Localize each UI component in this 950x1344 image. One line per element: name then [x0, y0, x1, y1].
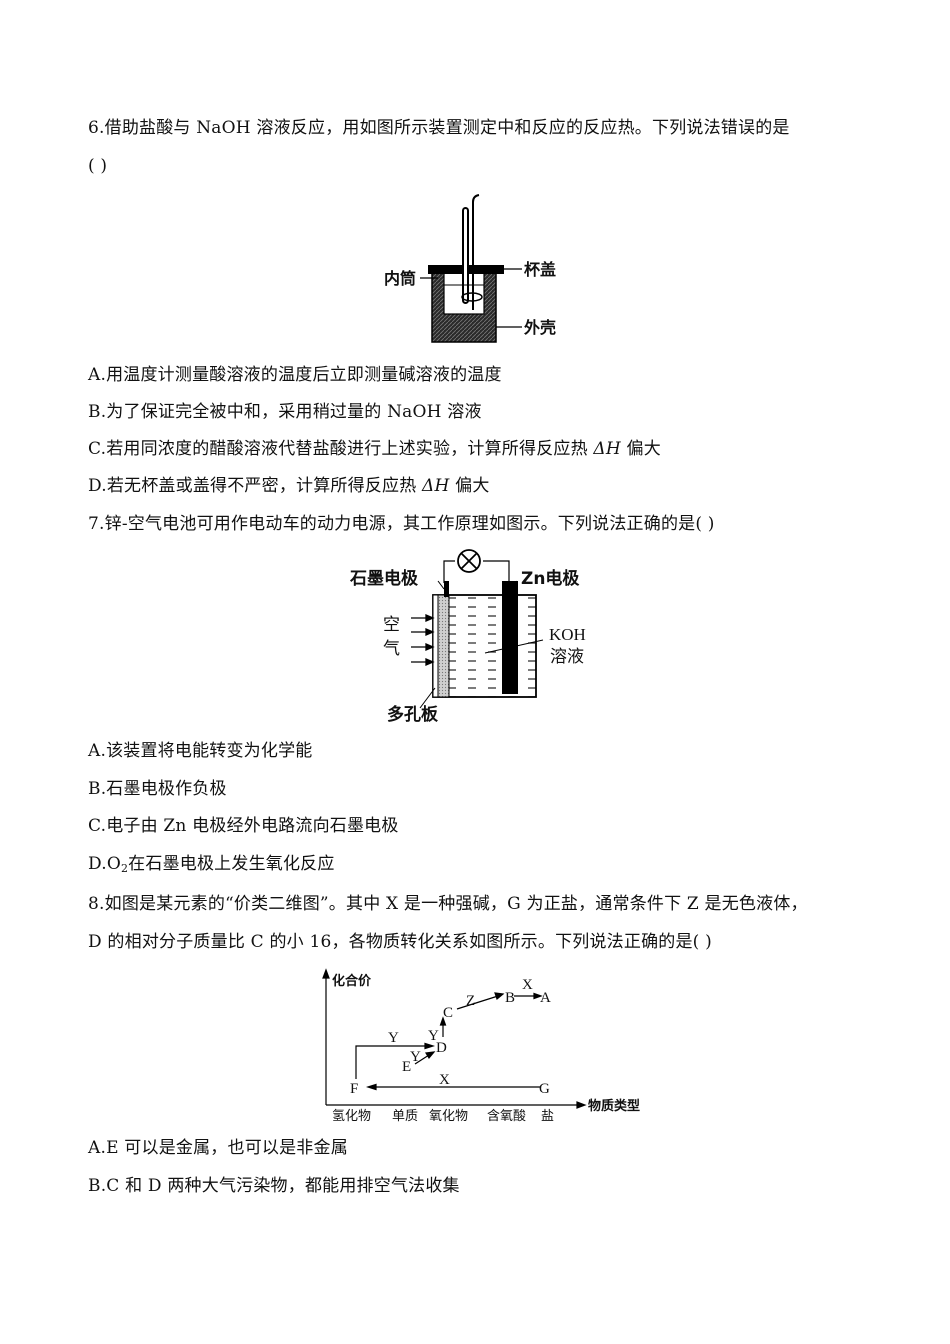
q7-stem-line1: 7.锌-空气电池可用作电动车的动力电源，其工作原理如图示。下列说法正确的是( ): [88, 514, 715, 534]
q6-option-c-pre: C.若用同浓度的醋酸溶液代替盐酸进行上述实验，计算所得反应热: [88, 439, 594, 459]
delta-h: ΔH: [593, 439, 621, 459]
node-a: A: [540, 990, 551, 1006]
zinc-air-battery-diagram: 石墨电极 Zn电极 空 气 KOH 溶液 多孔板: [345, 548, 605, 728]
q8-stem-line2: D 的相对分子质量比 C 的小 16，各物质转化关系如图所示。下列说法正确的是(…: [88, 932, 712, 952]
q6-option-a: A.用温度计测量酸溶液的温度后立即测量碱溶液的温度: [88, 365, 502, 385]
edge-label-y-fd: Y: [388, 1030, 399, 1046]
label-koh: KOH: [549, 625, 586, 644]
edge-label-x-gf: X: [439, 1072, 450, 1088]
label-graphite-electrode: 石墨电极: [349, 568, 418, 589]
q7-option-a: A.该装置将电能转变为化学能: [88, 741, 313, 761]
x-axis-label: 物质类型: [588, 1098, 640, 1114]
calorimeter-diagram: 内筒 杯盖 外壳: [380, 190, 580, 350]
label-air-2: 气: [383, 639, 400, 659]
x-category-oxyacid: 含氧酸: [487, 1108, 526, 1124]
x-category-hydride: 氢化物: [332, 1109, 371, 1124]
node-g: G: [539, 1081, 550, 1097]
label-zn-electrode: Zn电极: [521, 568, 579, 589]
valence-class-diagram: B A C D E F G X Z Y Y Y X 化合价 物质类型 氢化物 单…: [312, 967, 652, 1127]
q7-option-b: B.石墨电极作负极: [88, 779, 227, 799]
node-f: F: [350, 1081, 358, 1097]
node-e: E: [402, 1059, 411, 1075]
node-c: C: [443, 1005, 453, 1021]
q7-option-d-pre: D.: [88, 854, 107, 874]
q6-answer-blank: ( ): [88, 156, 108, 176]
x-category-salt: 盐: [541, 1109, 554, 1124]
label-porous-plate: 多孔板: [387, 704, 439, 725]
x-category-element: 单质: [392, 1109, 418, 1124]
q8-stem-line1: 8.如图是某元素的“价类二维图”。其中 X 是一种强碱，G 为正盐，通常条件下 …: [88, 894, 808, 914]
label-outer-shell: 外壳: [523, 318, 556, 337]
q6-option-d-post: 偏大: [449, 476, 490, 496]
q6-option-d-pre: D.若无杯盖或盖得不严密，计算所得反应热: [88, 476, 423, 496]
q6-option-c: C.若用同浓度的醋酸溶液代替盐酸进行上述实验，计算所得反应热 ΔH 偏大: [88, 438, 661, 460]
q6-option-c-post: 偏大: [620, 439, 661, 459]
edge-label-z-cb: Z: [466, 993, 475, 1009]
delta-h: ΔH: [422, 476, 450, 496]
node-d: D: [436, 1040, 447, 1056]
y-axis-label: 化合价: [332, 973, 372, 989]
node-b: B: [505, 990, 515, 1006]
zn-electrode: [502, 581, 518, 694]
edge-label-x-ba: X: [522, 977, 533, 993]
q8-option-b: B.C 和 D 两种大气污染物，都能用排空气法收集: [88, 1176, 460, 1196]
label-air-1: 空: [383, 615, 400, 635]
q8-option-a: A.E 可以是金属，也可以是非金属: [88, 1138, 348, 1158]
label-inner-cylinder: 内筒: [384, 269, 416, 288]
q7-option-d-post: 在石墨电极上发生氧化反应: [128, 854, 335, 874]
q7-option-d: D.O2在石墨电极上发生氧化反应: [88, 853, 335, 880]
edge-label-y-ed: Y: [410, 1049, 421, 1065]
o2-subscript: 2: [120, 862, 129, 875]
edge-label-y-dc: Y: [428, 1028, 439, 1044]
q6-stem-line1: 6.借助盐酸与 NaOH 溶液反应，用如图所示装置测定中和反应的反应热。下列说法…: [88, 118, 790, 138]
q6-option-d: D.若无杯盖或盖得不严密，计算所得反应热 ΔH 偏大: [88, 475, 490, 497]
q7-option-c: C.电子由 Zn 电极经外电路流向石墨电极: [88, 816, 399, 836]
q6-option-b: B.为了保证完全被中和，采用稍过量的 NaOH 溶液: [88, 402, 482, 422]
x-category-oxide: 氧化物: [429, 1109, 468, 1124]
label-solution: 溶液: [550, 647, 584, 667]
o2-formula: O: [106, 854, 121, 874]
label-lid: 杯盖: [524, 260, 556, 279]
